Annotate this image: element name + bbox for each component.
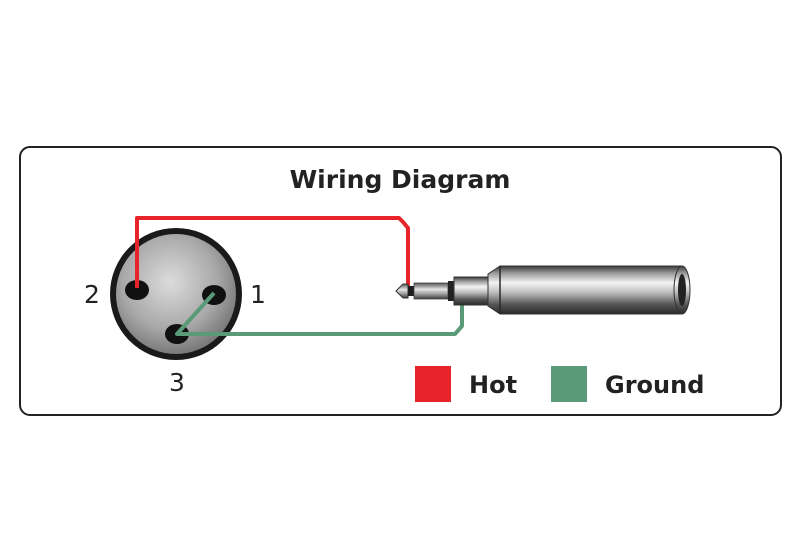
legend-swatch-ground [551,366,587,402]
diagram-title: Wiring Diagram [290,165,511,194]
legend-label-hot: Hot [469,371,517,399]
legend: Hot Ground [415,366,704,402]
hot-wire [135,216,410,290]
pin-number-1: 1 [250,280,266,309]
xlr-connector [110,228,242,360]
xlr-pin-2-socket [125,280,149,300]
pin-number-2: 2 [84,280,100,309]
ground-wire [175,291,464,336]
pin-number-3: 3 [169,368,185,397]
legend-swatch-hot [415,366,451,402]
legend-label-ground: Ground [605,371,704,399]
mono-plug [395,265,691,315]
